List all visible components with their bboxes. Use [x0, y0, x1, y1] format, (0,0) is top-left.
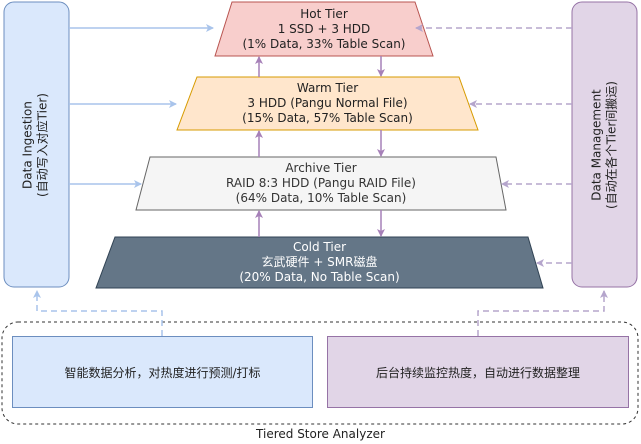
management-title: Data Management [589, 89, 604, 201]
analyzer-title: Tiered Store Analyzer [256, 427, 385, 441]
cold-tier-shape [95, 236, 544, 289]
management-panel [571, 1, 638, 288]
ingestion-panel [3, 1, 70, 288]
analysis-box-text: 智能数据分析，对热度进行预测/打标 [64, 365, 261, 380]
ingestion-label: Data Ingestion (自动写入对应Tier) [21, 3, 51, 288]
analyzer-container [1, 321, 639, 425]
monitoring-box: 后台持续监控热度，自动进行数据整理 [327, 336, 629, 408]
management-label: Data Management (自动在各个Tier间搬运) [590, 3, 620, 288]
management-subtitle: (自动在各个Tier间搬运) [604, 81, 619, 209]
monitoring-box-text: 后台持续监控热度，自动进行数据整理 [375, 365, 580, 380]
archive-tier-shape [135, 156, 507, 211]
warm-tier-shape [176, 76, 479, 131]
analyzer-to-management-arrow [477, 290, 608, 336]
hot-tier-shape [214, 1, 434, 57]
analyzer-to-ingestion-arrow [33, 290, 163, 336]
ingestion-subtitle: (自动写入对应Tier) [35, 93, 50, 197]
ingestion-title: Data Ingestion [20, 101, 35, 189]
analysis-box: 智能数据分析，对热度进行预测/打标 [12, 336, 313, 408]
